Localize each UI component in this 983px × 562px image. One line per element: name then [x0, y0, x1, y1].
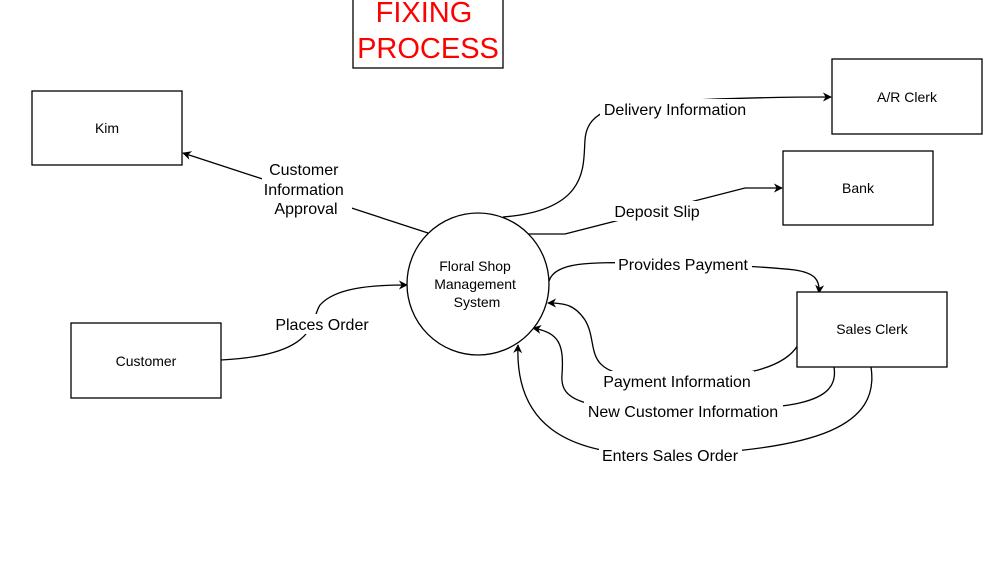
flow-label-payment-information: Payment Information [600, 371, 754, 391]
title-line-1: FIXING [376, 0, 473, 29]
process-label-line: Floral Shop [439, 258, 511, 274]
entity-kim[interactable]: Kim [31, 90, 183, 166]
flow-label-text: Places Order [275, 317, 369, 334]
flow-label-new-customer-information: New Customer Information [584, 401, 783, 421]
entity-bank[interactable]: Bank [782, 150, 934, 226]
title-box: FIXING PROCESS [352, 0, 504, 69]
edge-payment-information[interactable] [547, 298, 799, 379]
flow-label-line: Approval [274, 201, 337, 218]
flow-label-places-order: Places Order [273, 314, 373, 334]
flow-label-provides-payment: Provides Payment [615, 254, 752, 274]
flow-label-text: Deposit Slip [614, 204, 699, 221]
entity-ar-clerk-label: A/R Clerk [877, 89, 938, 105]
flow-label-line: Information [264, 182, 344, 199]
flow-label-line: Customer [269, 162, 339, 179]
edge-new-customer-information[interactable] [532, 325, 836, 411]
process-floral-shop-management-system[interactable]: Floral Shop Management System [406, 212, 550, 356]
flow-label-enters-sales-order: Enters Sales Order [599, 445, 742, 465]
svg-text:Customer Information: Customer Information Approval [264, 162, 349, 218]
process-label-line: System [454, 294, 501, 310]
flow-label-text: Delivery Information [604, 102, 746, 119]
entity-customer-label: Customer [116, 353, 177, 369]
title-line-2: PROCESS [357, 33, 499, 65]
process-label: Floral Shop Management System [434, 258, 520, 310]
entity-sales-clerk[interactable]: Sales Clerk [796, 291, 948, 368]
edge-places-order[interactable] [220, 280, 408, 361]
flow-label-text: Provides Payment [618, 257, 748, 274]
entity-kim-label: Kim [95, 120, 119, 136]
flow-label-text: Enters Sales Order [602, 448, 739, 465]
flow-label-deposit-slip: Deposit Slip [611, 201, 704, 221]
process-label-line: Management [434, 276, 516, 292]
flow-label-text: New Customer Information [588, 404, 778, 421]
flow-label-text: Payment Information [603, 374, 751, 391]
entity-sales-clerk-label: Sales Clerk [836, 321, 909, 337]
title-text: FIXING PROCESS [357, 0, 499, 65]
flow-label-delivery-information: Delivery Information [600, 99, 750, 119]
entity-customer[interactable]: Customer [70, 322, 222, 399]
entity-ar-clerk[interactable]: A/R Clerk [831, 58, 983, 135]
flow-label-customer-information-approval: Customer Information Approval [262, 160, 352, 218]
entity-bank-label: Bank [842, 180, 875, 196]
